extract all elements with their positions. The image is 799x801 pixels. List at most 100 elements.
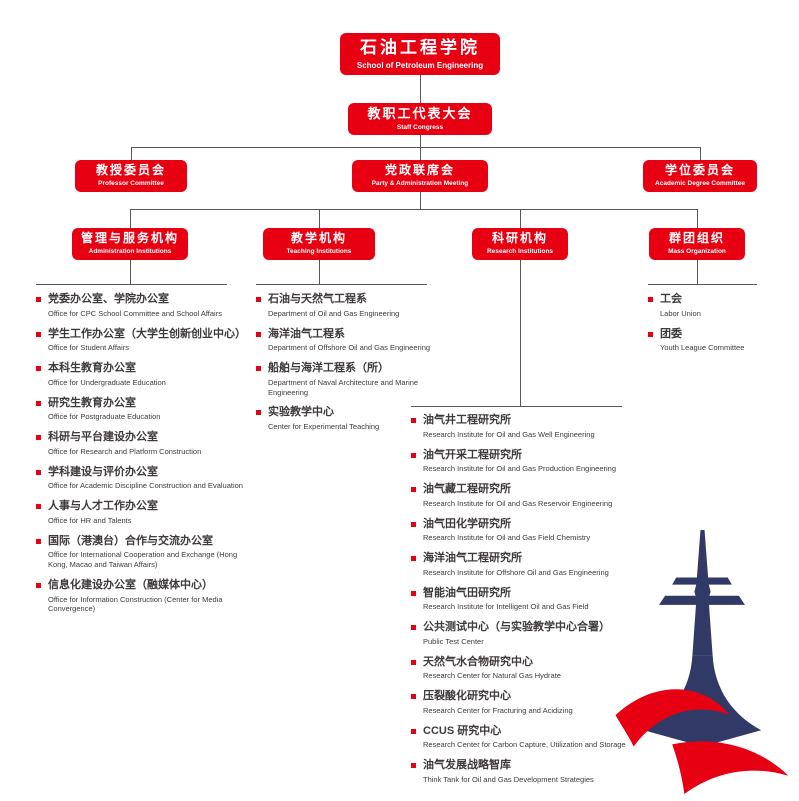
bullet-icon <box>36 297 41 302</box>
teaching-institutions-en: Teaching Institutions <box>286 248 352 256</box>
bullet-icon <box>411 521 416 527</box>
bullet-icon <box>36 331 41 337</box>
root-title-en: School of Petroleum Engineering <box>356 60 484 70</box>
item-name-zh: 船舶与海洋工程系（所） <box>268 362 389 374</box>
connector-line <box>130 260 131 284</box>
research-list: 油气井工程研究所 Research Institute for Oil and … <box>411 414 639 794</box>
item-text: 研究生教育办公室 Office for Postgraduate Educati… <box>48 397 160 423</box>
party-administration-en: Party & Administration Meeting <box>371 180 469 188</box>
item-name-zh: 工会 <box>660 293 682 305</box>
item-name-en: Public Test Center <box>423 636 484 646</box>
item-name-en: Center for Experimental Teaching <box>268 422 380 431</box>
teaching-institutions-zh: 教学机构 <box>290 231 347 246</box>
item-text: 党委办公室、学院办公室 Office for CPC School Commit… <box>48 293 222 319</box>
item-name-en: Research Institute for Intelligent Oil a… <box>423 602 589 612</box>
item-text: CCUS 研究中心 Research Center for Carbon Cap… <box>423 725 626 751</box>
bullet-icon <box>411 418 416 423</box>
list-item: 公共测试中心（与实验教学中心合署） Public Test Center <box>411 621 639 647</box>
item-name-en: Youth League Committee <box>660 343 745 353</box>
administration-institutions-box: 管理与服务机构 Administration Institutions <box>72 228 188 260</box>
item-name-en: Research Center for Natural Gas Hydrate <box>423 671 561 681</box>
professor-committee-zh: 教授委员会 <box>95 163 166 178</box>
list-item: 学科建设与评价办公室 Office for Academic Disciplin… <box>36 466 254 492</box>
bullet-icon <box>36 582 41 588</box>
item-name-zh: 油气发展战略智库 <box>423 759 511 771</box>
bullet-icon <box>411 556 416 561</box>
item-name-zh: 公共测试中心（与实验教学中心合署） <box>423 621 610 633</box>
connector-line <box>131 147 132 160</box>
bullet-icon <box>411 452 416 458</box>
connector-line <box>319 260 320 284</box>
connector-line <box>420 192 421 209</box>
connector-line <box>700 147 701 160</box>
item-name-zh: 油气开采工程研究所 <box>423 448 522 461</box>
item-name-en: Research Institute for Offshore Oil and … <box>423 567 609 577</box>
bullet-icon <box>411 728 416 734</box>
connector-line <box>411 406 622 407</box>
list-item: 实验教学中心 Center for Experimental Teaching <box>256 406 452 432</box>
item-name-zh: 学生工作办公室（大学生创新创业中心） <box>48 327 246 340</box>
item-text: 油气开采工程研究所 Research Institute for Oil and… <box>423 449 616 475</box>
connector-line <box>131 147 700 148</box>
list-item: 油气田化学研究所 Research Institute for Oil and … <box>411 518 639 544</box>
bullet-icon <box>411 694 416 699</box>
bullet-icon <box>411 625 416 630</box>
list-item: 海洋油气工程研究所 Research Institute for Offshor… <box>411 552 639 578</box>
item-text: 石油与天然气工程系 Department of Oil and Gas Engi… <box>268 293 399 319</box>
item-text: 公共测试中心（与实验教学中心合署） Public Test Center <box>423 621 610 647</box>
item-name-en: Office for CPC School Committee and Scho… <box>48 308 222 318</box>
bullet-icon <box>36 538 41 544</box>
item-text: 油气发展战略智库 Think Tank for Oil and Gas Deve… <box>423 759 594 785</box>
item-name-en: Office for Information Construction (Cen… <box>48 594 223 614</box>
item-text: 工会 Labor Union <box>660 293 701 319</box>
professor-committee-en: Professor Committee <box>98 180 164 188</box>
party-administration-box: 党政联席会 Party & Administration Meeting <box>352 160 488 192</box>
item-name-zh: 实验教学中心 <box>268 406 334 419</box>
item-name-en: Think Tank for Oil and Gas Development S… <box>423 774 594 784</box>
academic-degree-en: Academic Degree Committee <box>655 180 745 188</box>
item-text: 学科建设与评价办公室 Office for Academic Disciplin… <box>48 466 243 492</box>
connector-line <box>130 209 697 210</box>
item-name-zh: 研究生教育办公室 <box>48 396 136 409</box>
wave-shape <box>615 689 789 794</box>
item-name-zh: 海洋油气工程研究所 <box>423 552 522 564</box>
item-name-zh: 团委 <box>660 327 682 340</box>
research-institutions-en: Research Institutions <box>486 248 554 256</box>
item-text: 油气藏工程研究所 Research Institute for Oil and … <box>423 483 612 509</box>
item-text: 油气井工程研究所 Research Institute for Oil and … <box>423 414 595 440</box>
professor-committee-box: 教授委员会 Professor Committee <box>75 160 187 192</box>
item-name-en: Office for HR and Talents <box>48 515 132 525</box>
item-text: 实验教学中心 Center for Experimental Teaching <box>268 406 379 432</box>
item-name-en: Research Institute for Oil and Gas Well … <box>423 429 595 439</box>
item-name-zh: 海洋油气工程系 <box>268 327 345 340</box>
item-text: 信息化建设办公室（融媒体中心） Office for Information C… <box>48 579 254 614</box>
item-name-en: Department of Naval Architecture and Mar… <box>268 377 419 397</box>
item-text: 油气田化学研究所 Research Institute for Oil and … <box>423 518 590 544</box>
item-name-zh: CCUS 研究中心 <box>423 724 502 737</box>
bullet-icon <box>648 331 653 337</box>
item-text: 科研与平台建设办公室 Office for Research and Platf… <box>48 431 201 457</box>
list-item: 压裂酸化研究中心 Research Center for Fracturing … <box>411 690 639 716</box>
list-item: 科研与平台建设办公室 Office for Research and Platf… <box>36 431 254 457</box>
bullet-icon <box>36 435 41 440</box>
party-administration-zh: 党政联席会 <box>384 163 455 178</box>
academic-degree-box: 学位委员会 Academic Degree Committee <box>643 160 757 192</box>
research-institutions-zh: 科研机构 <box>491 231 548 246</box>
list-item: 油气发展战略智库 Think Tank for Oil and Gas Deve… <box>411 759 639 785</box>
bullet-icon <box>648 297 653 302</box>
connector-line <box>36 284 227 285</box>
bullet-icon <box>256 297 261 302</box>
academic-degree-zh: 学位委员会 <box>664 163 735 178</box>
mass-organization-zh: 群团组织 <box>668 231 725 246</box>
item-text: 本科生教育办公室 Office for Undergraduate Educat… <box>48 362 166 388</box>
item-text: 海洋油气工程系 Department of Offshore Oil and G… <box>268 328 430 354</box>
bullet-icon <box>36 469 41 475</box>
research-institutions-box: 科研机构 Research Institutions <box>472 228 568 260</box>
connector-line <box>697 260 698 284</box>
item-name-zh: 油气井工程研究所 <box>423 414 511 426</box>
item-name-zh: 国际（港澳台）合作与交流办公室 <box>48 534 213 547</box>
bullet-icon <box>411 763 416 768</box>
item-name-zh: 天然气水合物研究中心 <box>423 655 533 668</box>
list-item: 党委办公室、学院办公室 Office for CPC School Commit… <box>36 293 254 319</box>
root-title-zh: 石油工程学院 <box>360 38 480 58</box>
